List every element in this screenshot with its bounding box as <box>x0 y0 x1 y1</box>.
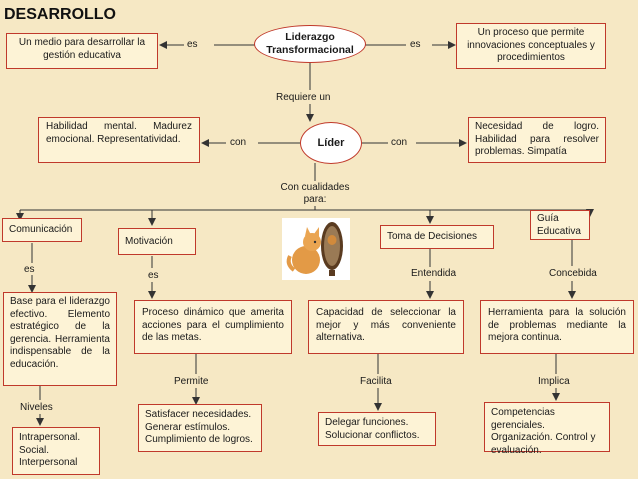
node-herramienta: Herramienta para la solución de problema… <box>480 300 634 354</box>
connector-facilita: Facilita <box>360 376 392 387</box>
node-lider-label: Líder <box>317 137 345 149</box>
connector-es-mot: es <box>148 270 159 281</box>
connector-requiere: Requiere un <box>276 92 331 103</box>
page-title: DESARROLLO <box>4 6 116 23</box>
node-proceso-innov: Un proceso que permite innovaciones conc… <box>456 23 606 69</box>
connector-con-right: con <box>391 137 408 148</box>
node-satisfacer: Satisfacer necesidades. Generar estímulo… <box>138 404 262 452</box>
connector-con-left: con <box>230 137 247 148</box>
connector-es-left: es <box>187 39 198 50</box>
node-motivacion: Motivación <box>118 228 196 255</box>
node-proceso-din: Proceso dinámico que amerita acciones pa… <box>134 300 292 354</box>
cat-mirror-image <box>282 218 350 280</box>
node-delegar: Delegar funciones. Solucionar conflictos… <box>318 412 436 446</box>
node-lider: Líder <box>300 122 362 164</box>
node-habilidad: Habilidad mental. Madurez emocional. Rep… <box>38 117 200 163</box>
node-guia: Guía Educativa <box>530 210 590 240</box>
connector-cualidades: Con cualidades para: <box>280 182 350 205</box>
connector-entendida: Entendida <box>411 268 457 279</box>
node-competencias: Competencias gerenciales. Organización. … <box>484 402 610 456</box>
connector-concebida: Concebida <box>549 268 597 279</box>
cat-mirror-icon <box>282 218 350 280</box>
connector-implica: Implica <box>538 376 570 387</box>
node-toma: Toma de Decisiones <box>380 225 494 249</box>
node-medio: Un medio para desarrollar la gestión edu… <box>6 33 158 69</box>
connector-niveles: Niveles <box>20 402 53 413</box>
node-liderazgo: Liderazgo Transformacional <box>254 25 366 63</box>
connector-permite: Permite <box>174 376 209 387</box>
node-comunicacion: Comunicación <box>2 218 82 242</box>
node-capacidad: Capacidad de seleccionar la mejor y más … <box>308 300 464 354</box>
node-base: Base para el liderazgo efectivo. Element… <box>3 292 117 386</box>
node-liderazgo-label: Liderazgo Transformacional <box>266 31 354 56</box>
connector-es-right: es <box>410 39 421 50</box>
node-necesidad: Necesidad de logro. Habilidad para resol… <box>468 117 606 163</box>
node-niveles-list: Intrapersonal. Social. Interpersonal <box>12 427 100 475</box>
connector-es-com: es <box>24 264 35 275</box>
